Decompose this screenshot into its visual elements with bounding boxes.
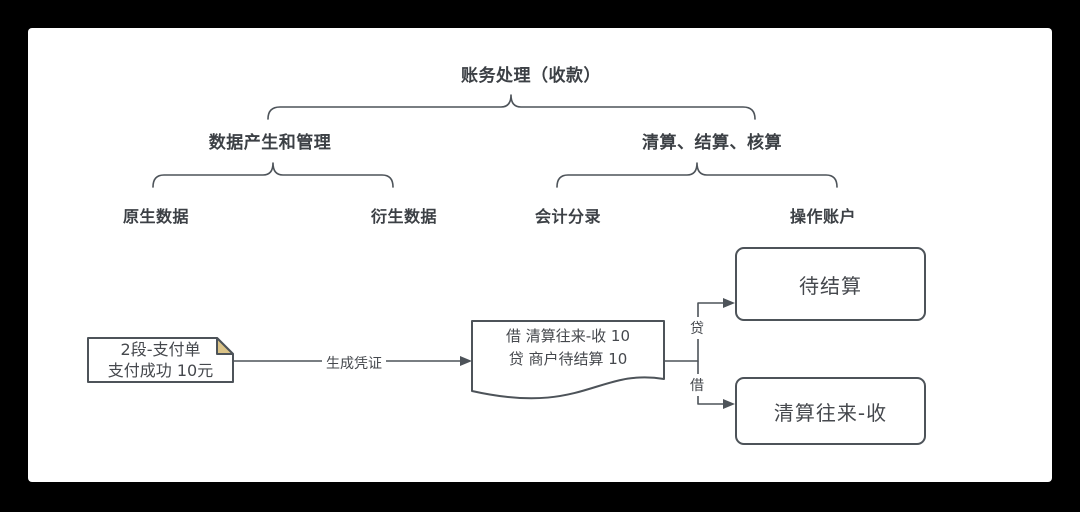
note-fold-icon (216, 337, 234, 355)
payment-note-shape (87, 337, 234, 383)
diagram-shapes-layer (87, 94, 838, 409)
box-clearing-transit-receive-label: 清算往来-收 (773, 400, 888, 425)
group-2-label: 清算、结算、核算 (642, 132, 782, 153)
edge-debit-label: 借 (686, 374, 708, 396)
group-1-label: 数据产生和管理 (208, 132, 332, 153)
voucher-line1: 借 清算往来-收 10 (505, 327, 631, 345)
arrowhead-credit-icon (723, 298, 735, 308)
voucher-document-shape (471, 320, 665, 400)
leaf-operate-account-label: 操作账户 (789, 207, 856, 226)
arrowhead-generate-icon (460, 356, 472, 366)
arrowhead-debit-icon (723, 399, 735, 409)
leaf-derived-data-label: 衍生数据 (370, 207, 437, 226)
overbrace-group-2 (556, 162, 838, 188)
overbrace-group-1 (152, 162, 394, 188)
leaf-raw-data-label: 原生数据 (122, 207, 189, 226)
payment-note-node: 2段-支付单 支付成功 10元 (88, 338, 233, 382)
diagram-canvas: 账务处理（收款） 数据产生和管理 清算、结算、核算 原生数据 衍生数据 会计分录… (28, 28, 1052, 482)
box-pending-settlement-label: 待结算 (799, 273, 862, 298)
payment-note-line1: 2段-支付单 (120, 340, 201, 359)
leaf-accounting-entry-label: 会计分录 (534, 207, 601, 226)
overbrace-root (267, 94, 756, 120)
box-pending-settlement: 待结算 (735, 247, 926, 321)
voucher-line2: 贷 商户待结算 10 (508, 350, 628, 368)
edge-credit-label: 贷 (686, 317, 708, 339)
payment-note-line2: 支付成功 10元 (107, 361, 214, 380)
voucher-document-node: 借 清算往来-收 10 贷 商户待结算 10 (472, 324, 664, 372)
edge-generate-voucher-label: 生成凭证 (322, 352, 386, 374)
root-label: 账务处理（收款） (461, 65, 601, 86)
box-clearing-transit-receive: 清算往来-收 (735, 377, 926, 445)
